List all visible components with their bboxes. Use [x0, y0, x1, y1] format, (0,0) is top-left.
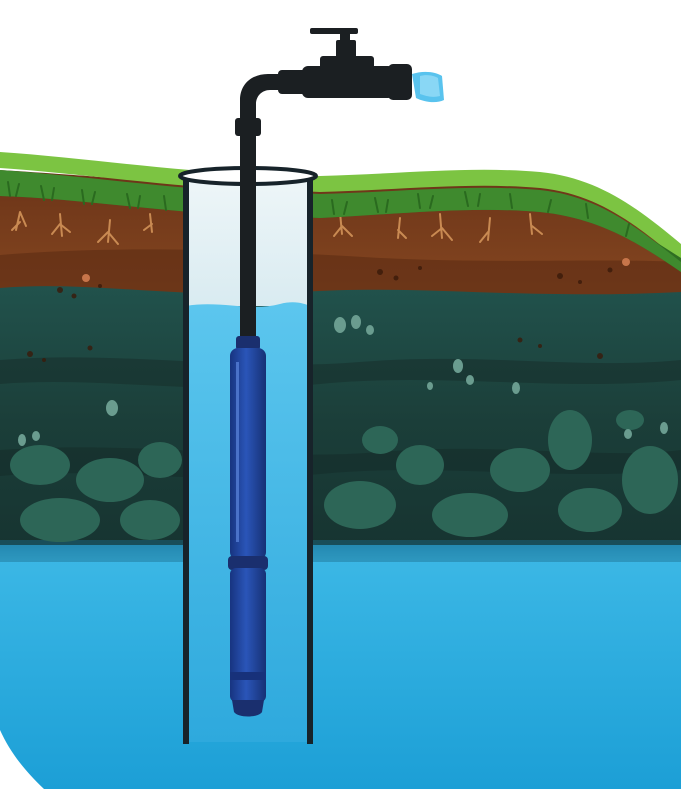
roots [11, 211, 543, 245]
rock-stratum-line-1 [0, 357, 681, 388]
pebbles-light [18, 315, 668, 446]
faucet-handle [310, 28, 358, 34]
stone-icon [138, 442, 182, 478]
faucet-icon [302, 28, 444, 103]
pump-cable [236, 362, 239, 542]
soil-specks [27, 266, 613, 362]
stone-icon [10, 445, 70, 485]
stone-icon [466, 375, 474, 385]
stone-icon [432, 493, 508, 537]
root-icon [97, 219, 119, 245]
stone-icon [558, 488, 622, 532]
stone-icon [396, 445, 444, 485]
faucet-body [302, 66, 394, 98]
pump-bottom-cap [232, 700, 264, 717]
stone-icon [512, 382, 520, 394]
stone-icon [624, 429, 632, 439]
pipe-coupling [235, 118, 261, 136]
frame-corner [0, 730, 44, 789]
stones [10, 410, 678, 542]
rock-layer [0, 286, 681, 560]
soil-pebble [622, 258, 630, 266]
faucet-nozzle [388, 64, 412, 100]
stone-icon [324, 481, 396, 529]
faucet-stem [336, 40, 356, 58]
pump-upper-body [230, 348, 266, 560]
stone-icon [32, 431, 40, 441]
pump-top-cap [236, 336, 260, 350]
stone-icon [334, 317, 346, 333]
pipe-union [278, 70, 308, 94]
stone-icon [120, 500, 180, 540]
grass-blades [7, 181, 630, 237]
stone-icon [490, 448, 550, 492]
aquifer-water [0, 545, 681, 789]
pump-motor [230, 568, 266, 702]
stone-icon [18, 434, 26, 446]
faucet-handle-post [340, 30, 350, 44]
stone-icon [362, 426, 398, 454]
grass-icon [0, 152, 681, 262]
pipe-icon [235, 70, 308, 342]
riser-pipe [240, 120, 256, 342]
root-icon [431, 213, 453, 241]
root-icon [529, 213, 543, 235]
stone-icon [548, 410, 592, 470]
root-icon [51, 213, 71, 237]
stone-icon [616, 410, 644, 430]
stone-icon [453, 359, 463, 373]
casing-left-wall [183, 176, 189, 744]
pump-joint [228, 556, 268, 570]
stone-icon [622, 446, 678, 514]
stone-icon [427, 382, 433, 390]
stone-icon [106, 400, 118, 416]
root-icon [479, 217, 491, 243]
spout-water-highlight [420, 75, 440, 97]
stone-icon [351, 315, 361, 329]
pipe-elbow [240, 74, 290, 122]
root-icon [11, 211, 27, 231]
submersible-pump-icon [228, 336, 268, 717]
stone-icon [366, 325, 374, 335]
faucet-bonnet [320, 56, 374, 70]
stone-icon [76, 458, 144, 502]
pump-motor-band [230, 672, 266, 680]
stone-icon [20, 498, 100, 542]
root-icon [143, 213, 153, 233]
casing-right-wall [307, 176, 313, 744]
soil-pebble [82, 274, 90, 282]
root-icon [397, 217, 407, 239]
aquifer-transition [0, 540, 681, 562]
stone-icon [660, 422, 668, 434]
